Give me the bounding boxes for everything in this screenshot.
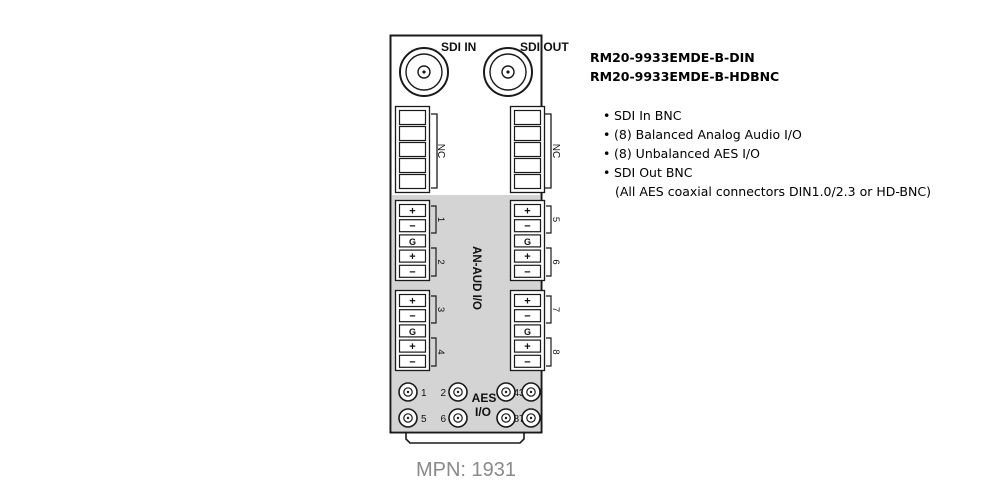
aes-io-label: I/O [475,405,491,419]
terminal-cell [513,264,542,278]
sdi-out-label: SDI OUT [520,40,569,54]
terminal-cell [513,249,542,263]
terminal-cell [398,249,427,263]
aes-connector-5: 5 [398,408,427,428]
terminal-cell [513,234,542,248]
terminal-cell [513,293,542,308]
aes-connector-label: 4 [513,388,519,399]
channel-label-5: 5 [550,217,561,222]
nc-terminal-block-left [394,105,438,194]
nc-label-left: NC [435,144,446,158]
channel-bracket [431,295,437,324]
aes-coax-connectors: 12345678 [398,382,541,428]
terminal-minus-label: − [409,311,415,323]
feature-list: •SDI In BNC •(8) Balanced Analog Audio I… [603,106,931,199]
terminal-plus-label: + [409,296,415,308]
terminal-cell [398,339,427,353]
aes-connector-8: 8 [513,408,541,428]
terminal-cell [398,354,427,368]
feature-item: •SDI Out BNC [603,165,693,180]
terminal-minus-label: − [524,266,530,278]
terminal-plus-label: + [524,251,530,263]
channel-bracket [431,205,437,234]
terminal-cell [398,264,427,278]
terminal-cell [398,309,427,323]
terminal-minus-label: − [409,221,415,233]
channel-bracket [431,247,437,277]
terminal-plus-label: + [409,251,415,263]
terminal-ground-label: G [409,237,416,247]
channel-label-8: 8 [550,349,561,354]
channel-bracket [546,205,552,234]
terminal-ground-label: G [409,327,416,337]
terminal-ground-label: G [524,237,531,247]
model-number-din: RM20-9933EMDE-B-DIN [590,50,755,65]
an-aud-io-label: AN-AUD I/O [470,246,482,310]
sdi-in-label: SDI IN [441,40,476,54]
channel-label-3: 3 [435,307,446,312]
terminal-minus-label: − [524,356,530,368]
aes-connector-2: 2 [440,382,468,402]
terminal-cell [513,324,542,338]
terminal-ground-label: G [524,327,531,337]
terminal-cell [513,339,542,353]
terminal-plus-label: + [524,206,530,218]
terminal-cell [513,219,542,233]
terminal-cell [398,219,427,233]
aes-connector-label: 6 [440,414,446,425]
model-number-hdbnc: RM20-9933EMDE-B-HDBNC [590,69,780,84]
channel-label-1: 1 [435,217,446,222]
terminal-cell [398,293,427,308]
aes-connector-1: 1 [398,382,427,402]
terminal-cell [513,354,542,368]
terminal-plus-label: + [524,296,530,308]
terminal-cell [513,309,542,323]
terminal-minus-label: − [524,311,530,323]
mpn-label: MPN: 1931 [415,459,517,481]
aes-connector-label: 1 [421,388,427,399]
feature-item: •SDI In BNC [603,108,682,123]
channel-label-4: 4 [435,349,446,354]
analog-terminal-block-left: + − G + − 3 4 [394,289,446,372]
terminal-minus-label: − [409,356,415,368]
channel-bracket [546,247,552,277]
channel-bracket [431,337,437,367]
nc-terminal-block-right [509,105,552,194]
terminal-minus-label: − [409,266,415,278]
feature-item: •(8) Unbalanced AES I/O [603,146,760,161]
channel-label-7: 7 [550,307,561,312]
terminal-plus-label: + [524,341,530,353]
sdi-out-bnc-connector [483,47,533,97]
channel-label-2: 2 [435,259,446,264]
channel-bracket [546,337,552,367]
terminal-cell [513,203,542,218]
analog-audio-terminal-blocks: + − G + − 1 2 + − G + − 3 4 + − G + − 5 6 + − G + − 7 8 [394,199,561,372]
aes-connector-6: 6 [440,408,468,428]
analog-terminal-block-right: + − G + − 5 6 [509,199,561,282]
terminal-cell [398,324,427,338]
feature-item: •(8) Balanced Analog Audio I/O [603,127,802,142]
aes-connector-4: 4 [513,382,541,402]
terminal-minus-label: − [524,221,530,233]
nc-label-right: NC [550,144,561,158]
terminal-cell [398,234,427,248]
terminal-cell [398,203,427,218]
analog-terminal-block-right: + − G + − 7 8 [509,289,561,372]
aes-connector-label: 5 [421,414,427,425]
sdi-in-bnc-connector [399,47,449,97]
terminal-plus-label: + [409,206,415,218]
aes-connector-label: 8 [513,414,519,425]
aes-label: AES [472,391,497,405]
terminal-plus-label: + [409,341,415,353]
channel-bracket [546,295,552,324]
channel-label-6: 6 [550,259,561,264]
feature-note: (All AES coaxial connectors DIN1.0/2.3 o… [615,184,931,199]
aes-connector-label: 2 [440,388,446,399]
panel-tab [405,432,525,444]
analog-terminal-block-left: + − G + − 1 2 [394,199,446,282]
